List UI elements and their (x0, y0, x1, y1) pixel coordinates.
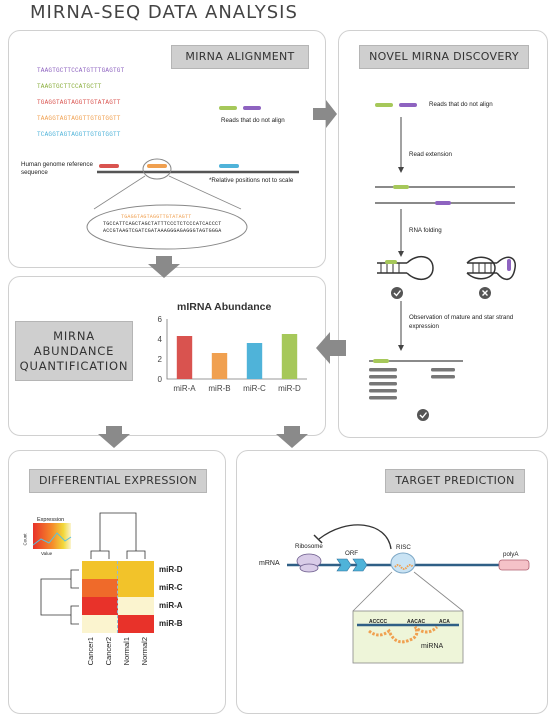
heatmap-cell (118, 561, 136, 579)
read-sequence: TAAGTGCTTCCATGCTT (37, 83, 102, 90)
hairpin-bad (466, 256, 516, 280)
heatmap-cell (118, 615, 136, 633)
target-badge: TARGET PREDICTION (385, 469, 525, 493)
heatmap-row-label: miR-A (159, 601, 183, 610)
x-tick-label: miR-D (278, 384, 301, 393)
scale-note: *Relative positions not to scale (209, 177, 294, 184)
read-sequence: TCAGGTAGTAGGTTGTGTGGTT (37, 131, 121, 138)
zoom-read: TGAGGTAGTAGGTTGTATAGTT (121, 214, 192, 220)
read-sequence: TAAGTGCTTCCATGTTTGAGTGT (37, 67, 125, 74)
heatmap-row-label: miR-C (159, 583, 183, 592)
bar (246, 343, 263, 379)
arrow-down-icon (276, 426, 308, 448)
heatmap-cell (82, 561, 100, 579)
abundance-panel: MIRNA ABUNDANCE QUANTIFICATION mIRNA Abu… (8, 276, 326, 436)
read-sequence: TAAGGTAGTAGGTTGTGTGGTT (37, 115, 121, 122)
novel-badge: NOVEL MIRNA DISCOVERY (359, 45, 529, 69)
heatmap-divider (117, 561, 118, 633)
x-tick-label: miR-A (173, 384, 196, 393)
differential-badge: DIFFERENTIAL EXPRESSION (29, 469, 207, 493)
heatmap-cell (118, 597, 136, 615)
heatmap-cell (82, 615, 100, 633)
hairpin-good (377, 256, 434, 280)
y-tick-label: 2 (158, 355, 163, 364)
mrna-label: mRNA (259, 560, 280, 567)
target-diagram (287, 524, 530, 664)
heatmap-cell (136, 615, 154, 633)
y-tick-label: 6 (158, 315, 163, 324)
orf-label: ORF (345, 550, 359, 557)
novel-legend-icon (375, 103, 417, 107)
novel-legend: Reads that do not align (429, 101, 493, 108)
abundance-bar-chart: 0 2 4 6 miR-A miR-B miR-C miR-D (158, 315, 307, 393)
bar (281, 334, 298, 379)
binding-site: ACCCC (369, 619, 388, 625)
arrow-right-icon (313, 100, 337, 128)
zoom-genome-strand: ACCGTAAGTCGATCGATAAAGGGAGAGGGTAGTGGGA (103, 228, 222, 234)
heatmap-cell (136, 597, 154, 615)
heatmap (82, 561, 154, 633)
alignment-panel: MIRNA ALIGNMENT TAAGTGCTTCCATGTTTGAGTGT … (8, 30, 326, 268)
abundance-badge: MIRNA ABUNDANCE QUANTIFICATION (15, 321, 133, 381)
arrow-down-icon (98, 426, 130, 448)
heatmap-cell (100, 615, 118, 633)
arrow-down-icon (148, 256, 180, 278)
key-title: Expression (37, 517, 65, 523)
heatmap-row-label: miR-D (159, 565, 183, 574)
novel-discovery-panel: NOVEL MIRNA DISCOVERY Reads that do not … (338, 30, 548, 438)
polya-label: polyA (503, 551, 519, 558)
alignment-badge: MIRNA ALIGNMENT (171, 45, 309, 69)
heatmap-row-label: miR-B (159, 619, 183, 628)
step-rna-folding: RNA folding (409, 227, 442, 234)
page-title: MIRNA-SEQ DATA ANALYSIS (30, 2, 298, 23)
y-tick-label: 4 (158, 335, 163, 344)
ribosome-label: Ribosome (295, 543, 323, 550)
step-read-extension: Read extension (409, 151, 452, 158)
x-tick-label: miR-B (208, 384, 230, 393)
heatmap-cell (82, 597, 100, 615)
zoom-genome-strand: TGCCATTCAGCTAGCTATTTCCCTCTCCCATCACCCT (103, 221, 222, 227)
heatmap-cell (100, 597, 118, 615)
heatmap-cell (136, 561, 154, 579)
unaligned-reads-legend-icon (219, 106, 261, 110)
binding-site: ACA (439, 619, 450, 625)
heatmap-cell (136, 579, 154, 597)
bar (176, 336, 193, 379)
arrow-left-icon (316, 332, 346, 364)
step-observation: Observation of mature and star strand ex… (409, 314, 514, 330)
unaligned-reads-legend: Reads that do not align (221, 117, 285, 124)
binding-site: AACAC (407, 619, 426, 625)
y-tick-label: 0 (158, 375, 163, 384)
differential-panel: DIFFERENTIAL EXPRESSION Expression Count… (8, 450, 226, 714)
target-panel: TARGET PREDICTION mRNA Ribosome ORF RISC… (236, 450, 548, 714)
expression-color-key (32, 523, 72, 549)
heatmap-cell (100, 579, 118, 597)
heatmap-cell (100, 561, 118, 579)
bar (211, 353, 228, 379)
chart-title: mIRNA Abundance (177, 301, 272, 313)
read-sequence: TGAGGTAGTAGGTTGTATAGTT (37, 99, 121, 106)
genome-diagram (86, 158, 299, 250)
genome-label: Human genome reference sequence (21, 161, 93, 176)
mirna-label: miRNA (421, 643, 444, 650)
key-xlabel: Value (41, 551, 53, 556)
heatmap-cell (82, 579, 100, 597)
heatmap-cell (118, 579, 136, 597)
novel-flow-diagram (369, 117, 516, 421)
x-tick-label: miR-C (243, 384, 266, 393)
risc-label: RISC (396, 544, 411, 551)
heatmap-dendrogram (40, 512, 146, 625)
